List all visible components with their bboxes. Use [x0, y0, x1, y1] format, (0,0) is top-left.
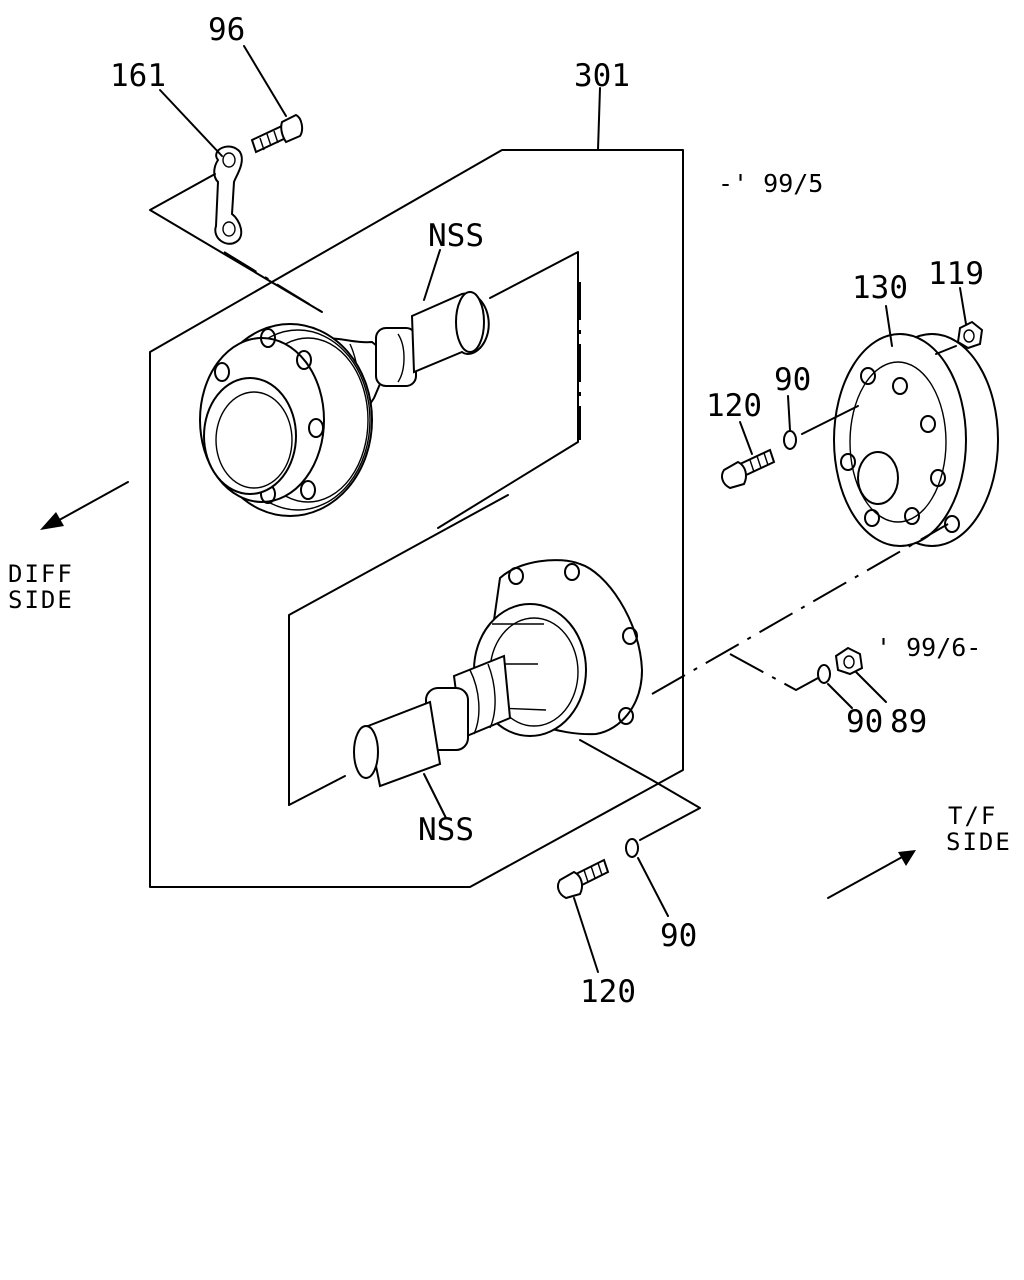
callout-119: 119: [928, 256, 984, 292]
bolt-120-upper: [721, 448, 776, 490]
callout-120-lower: 120: [580, 974, 636, 1010]
note-until-99-5: -' 99/5: [718, 169, 823, 198]
nss-frame-lower: [288, 494, 509, 806]
label-nss-upper: NSS: [428, 218, 484, 254]
arrow-tf-side-icon: [827, 850, 916, 899]
callout-89: 89: [890, 704, 927, 740]
assembly-frame-301: [149, 149, 684, 888]
washer-90-lower: [625, 838, 639, 858]
callout-90-lower: 90: [660, 918, 697, 954]
label-nss-lower: NSS: [418, 812, 474, 848]
callout-96: 96: [208, 12, 245, 48]
callout-120-upper: 120: [706, 388, 762, 424]
nut-119: [956, 320, 984, 350]
label-diff-side-line1: DIFF: [8, 560, 74, 588]
label-diff-side-line2: SIDE: [8, 586, 74, 614]
companion-flange-130: [833, 333, 999, 547]
retainer-clip-161: [213, 145, 243, 245]
cv-joint-upper: [199, 291, 490, 517]
label-tf-side-line1: T/F: [948, 802, 997, 830]
callout-90-upper: 90: [774, 362, 811, 398]
arrow-diff-side-icon: [40, 481, 129, 530]
nss-frame-upper: [437, 251, 579, 529]
bolt-120-lower: [557, 858, 610, 900]
washer-90-upper: [783, 430, 797, 450]
note-from-99-6: ' 99/6-: [876, 633, 981, 662]
label-tf-side-line2: SIDE: [946, 828, 1012, 856]
callout-130: 130: [852, 270, 908, 306]
callout-301: 301: [574, 58, 630, 94]
cv-joint-lower: [353, 559, 644, 788]
washer-90-mid: [817, 664, 831, 684]
callout-161: 161: [110, 58, 166, 94]
bolt-96: [250, 113, 304, 154]
callout-90-mid: 90: [846, 704, 883, 740]
nut-89: [834, 646, 864, 676]
